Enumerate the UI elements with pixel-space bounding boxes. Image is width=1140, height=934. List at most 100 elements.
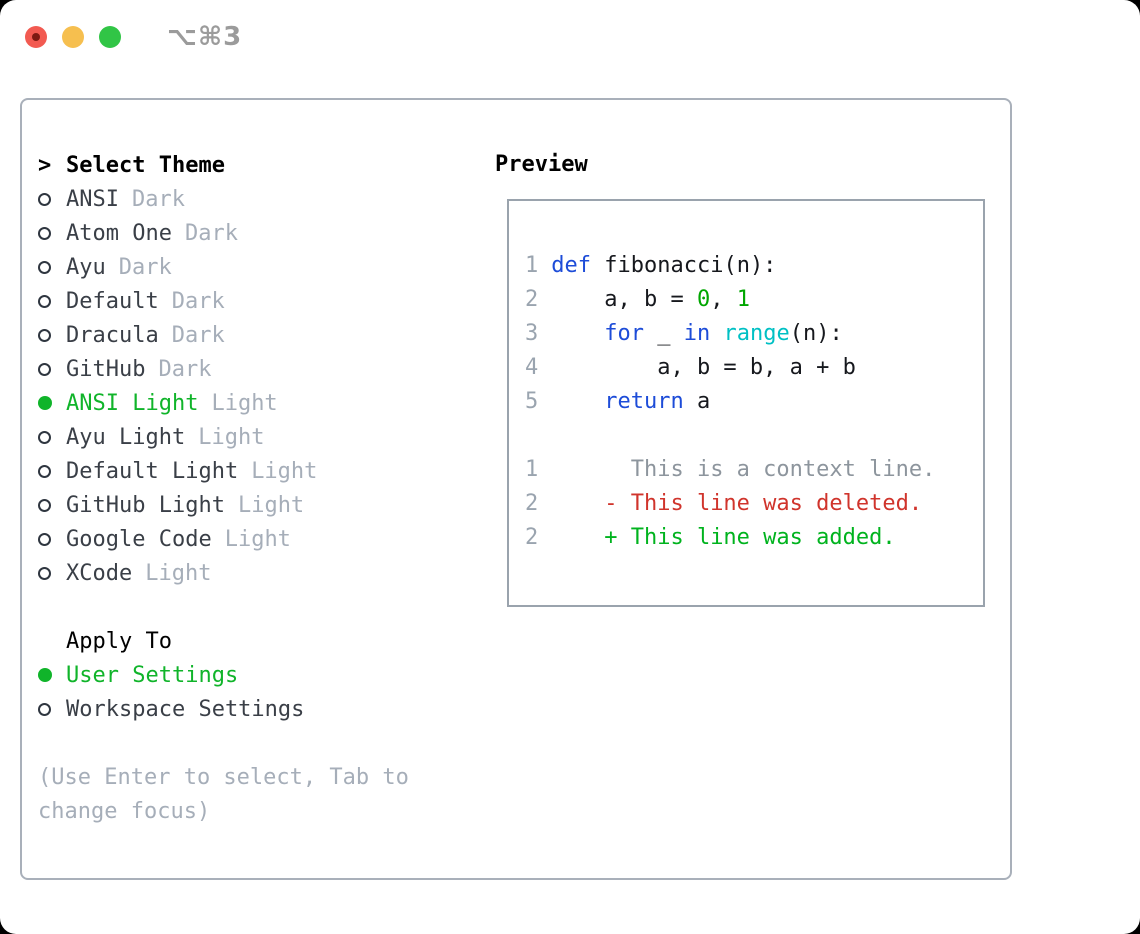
theme-variant: Light: [237, 492, 305, 518]
code-line: 5 return a: [525, 385, 983, 419]
theme-variant: Dark: [171, 288, 225, 314]
theme-name: Default: [66, 288, 159, 314]
help-text-line1: (Use Enter to select, Tab to: [38, 764, 409, 790]
theme-name: Ayu: [66, 254, 106, 280]
theme-name: Ayu Light: [66, 424, 186, 450]
theme-option-google-code-light[interactable]: Google Code Light: [38, 522, 490, 556]
theme-option-dracula-dark[interactable]: Dracula Dark: [38, 318, 490, 352]
theme-option-default-dark[interactable]: Default Dark: [38, 284, 490, 318]
theme-variant: Dark: [131, 186, 185, 212]
diff-text: + This line was added.: [551, 525, 896, 550]
radio-unselected-icon: [38, 430, 66, 444]
code-token: in: [683, 321, 711, 346]
line-number: 2: [525, 287, 539, 312]
window-title: ⌥⌘3: [167, 22, 243, 52]
theme-option-atom-one-dark[interactable]: Atom One Dark: [38, 216, 490, 250]
theme-option-xcode-light[interactable]: XCode Light: [38, 556, 490, 590]
code-line: 2 a, b = 0, 1: [525, 283, 983, 317]
titlebar: ⌥⌘3: [0, 0, 1140, 75]
radio-selected-icon: [38, 396, 66, 410]
code-token: 1: [736, 287, 750, 312]
theme-variant: Dark: [158, 356, 212, 382]
code-token: a: [683, 389, 711, 414]
code-token: a, b = b, a + b: [551, 355, 856, 380]
close-dot-icon: [32, 33, 40, 41]
radio-unselected-icon: [38, 498, 66, 512]
line-number: 5: [525, 389, 539, 414]
theme-option-ayu-dark[interactable]: Ayu Dark: [38, 250, 490, 284]
radio-unselected-icon: [38, 362, 66, 376]
blank-code-line: [525, 419, 983, 453]
line-number: 2: [525, 491, 539, 516]
theme-name: Atom One: [66, 220, 172, 246]
theme-variant: Dark: [118, 254, 172, 280]
theme-picker-header: > Select Theme: [38, 148, 490, 182]
code-token: (n):: [789, 321, 843, 346]
code-token: def: [551, 253, 591, 278]
theme-name: Dracula: [66, 322, 159, 348]
theme-option-ayu-light[interactable]: Ayu Light Light: [38, 420, 490, 454]
main-panel: > Select Theme ANSI Dark Atom One Dark A…: [20, 98, 1012, 880]
theme-option-ansi-dark[interactable]: ANSI Dark: [38, 182, 490, 216]
code-token: return: [604, 389, 684, 414]
code-token: range: [723, 321, 790, 346]
apply-option-workspace-settings[interactable]: Workspace Settings: [38, 692, 490, 726]
code-token: for: [604, 321, 644, 346]
theme-name: Default Light: [66, 458, 239, 484]
radio-unselected-icon: [38, 294, 66, 308]
line-number: 2: [525, 525, 539, 550]
diff-text: This is a context line.: [551, 457, 936, 482]
code-line: 4 a, b = b, a + b: [525, 351, 983, 385]
theme-variant: Dark: [171, 322, 225, 348]
apply-option-user-settings[interactable]: User Settings: [38, 658, 490, 692]
caret-glyph: >: [38, 152, 52, 178]
zoom-icon[interactable]: [99, 26, 121, 48]
theme-variant: Light: [251, 458, 318, 484]
minimize-icon[interactable]: [62, 26, 84, 48]
code-token: 0: [696, 287, 711, 312]
help-text-line2: change focus): [38, 798, 211, 824]
theme-variant: Light: [198, 424, 265, 450]
radio-unselected-icon: [38, 532, 66, 546]
theme-variant: Dark: [184, 220, 238, 246]
theme-variant: Light: [224, 526, 291, 552]
theme-option-github-light[interactable]: GitHub Light Light: [38, 488, 490, 522]
diff-text: - This line was deleted.: [551, 491, 923, 516]
theme-picker: > Select Theme ANSI Dark Atom One Dark A…: [38, 148, 490, 828]
line-number: 3: [525, 321, 539, 346]
radio-unselected-icon: [38, 464, 66, 478]
radio-selected-icon: [38, 668, 66, 682]
theme-name: ANSI: [66, 186, 119, 212]
diff-added-line: 2 + This line was added.: [525, 521, 983, 555]
theme-option-github-dark[interactable]: GitHub Dark: [38, 352, 490, 386]
theme-name-selected: ANSI Light: [66, 390, 199, 416]
spacer: [38, 726, 490, 760]
apply-option-label: Workspace Settings: [66, 696, 305, 722]
radio-unselected-icon: [38, 566, 66, 580]
code-token: a, b =: [551, 287, 697, 312]
code-line: 3 for _ in range(n):: [525, 317, 983, 351]
spacer: [38, 590, 490, 624]
apply-to-title: Apply To: [66, 628, 172, 654]
theme-name: Google Code: [66, 526, 212, 552]
code-token: [551, 321, 604, 346]
close-icon[interactable]: [25, 26, 47, 48]
theme-variant: Light: [145, 560, 212, 586]
theme-option-ansi-light[interactable]: ANSI Light Light: [38, 386, 490, 420]
theme-picker-title: Select Theme: [66, 152, 225, 178]
diff-deleted-line: 2 - This line was deleted.: [525, 487, 983, 521]
theme-option-default-light[interactable]: Default Light Light: [38, 454, 490, 488]
preview-title: Preview: [495, 152, 588, 177]
radio-unselected-icon: [38, 328, 66, 342]
apply-option-label-selected: User Settings: [66, 662, 239, 688]
code-token: fibonacci(n):: [591, 253, 777, 278]
apply-to-header: Apply To: [38, 624, 490, 658]
radio-unselected-icon: [38, 226, 66, 240]
focus-caret-icon: >: [38, 153, 66, 178]
line-number: 1: [525, 457, 539, 482]
diff-context-line: 1 This is a context line.: [525, 453, 983, 487]
